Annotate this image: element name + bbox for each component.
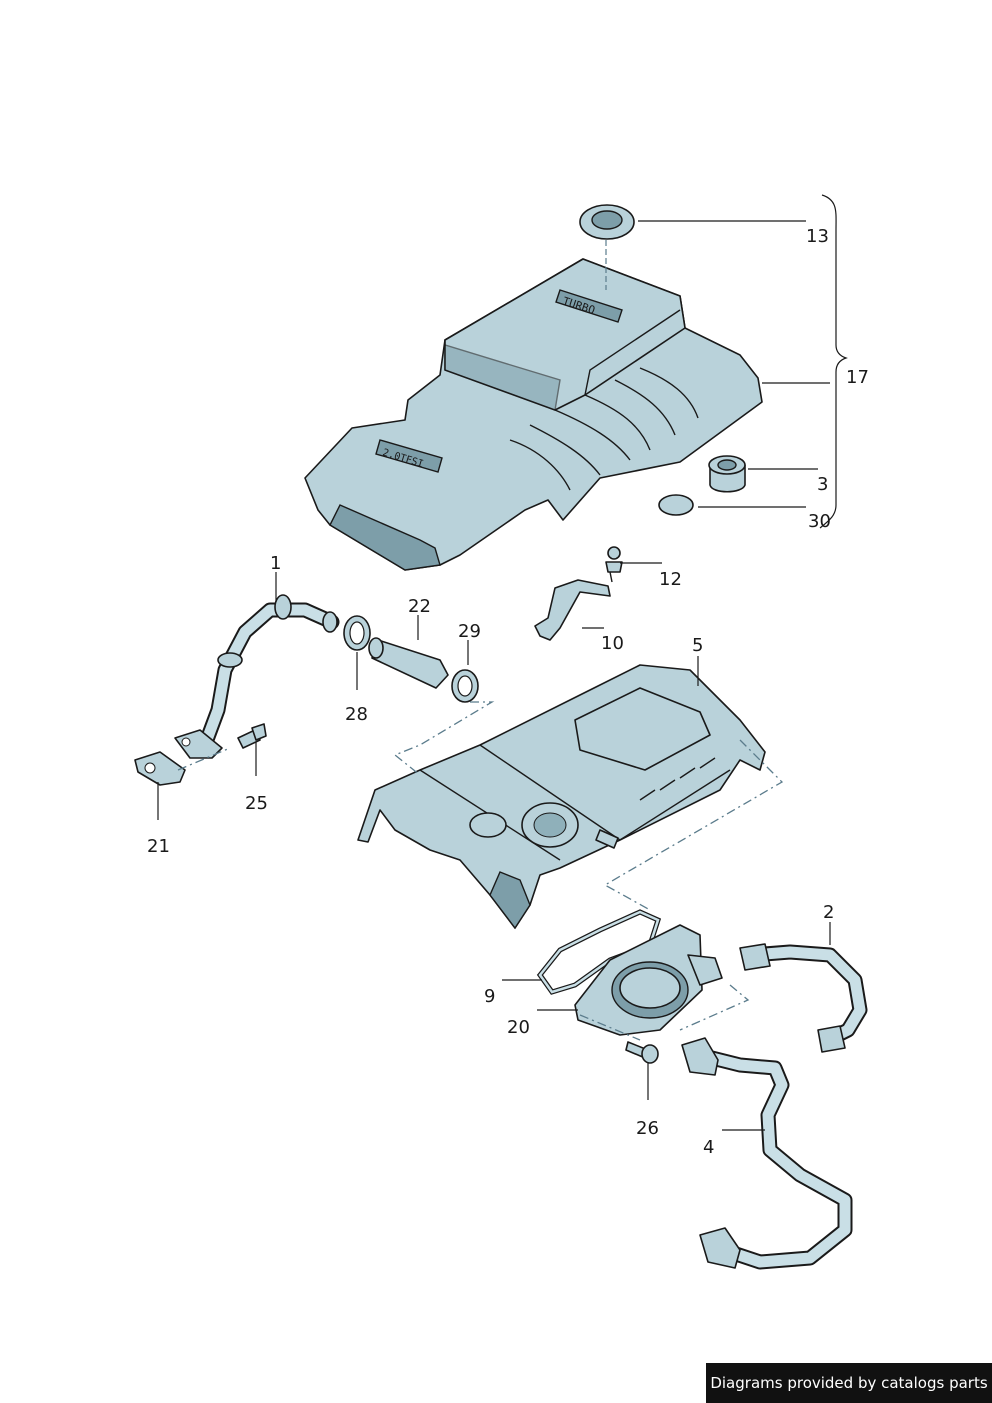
clamp-29[interactable] xyxy=(451,669,479,703)
cylinder-head-cover-5[interactable] xyxy=(357,664,766,930)
gasket-9[interactable] xyxy=(536,909,662,995)
clamp-28[interactable] xyxy=(343,615,371,651)
engine-cover[interactable]: TURBO 2.0TFSI xyxy=(304,258,763,571)
label-26: 26 xyxy=(636,1118,659,1139)
hose-4[interactable] xyxy=(681,1037,853,1270)
label-22: 22 xyxy=(408,596,431,617)
gasket-21[interactable] xyxy=(134,751,186,786)
label-9: 9 xyxy=(484,986,495,1007)
leader-lines xyxy=(157,194,848,1131)
hose-22[interactable] xyxy=(368,637,449,689)
label-28: 28 xyxy=(345,704,368,725)
oil-separator-20[interactable] xyxy=(574,924,723,1036)
label-20: 20 xyxy=(507,1017,530,1038)
part-labels: 13 17 3 30 12 10 5 1 22 29 28 25 21 9 20… xyxy=(147,226,869,1158)
emblem-13[interactable] xyxy=(579,204,635,290)
label-12: 12 xyxy=(659,569,682,590)
attribution-footer: Diagrams provided by catalogs parts xyxy=(706,1363,992,1403)
label-30: 30 xyxy=(808,511,831,532)
grommet-3[interactable] xyxy=(708,455,746,493)
label-5: 5 xyxy=(692,635,703,656)
label-29: 29 xyxy=(458,621,481,642)
washer-30[interactable] xyxy=(658,494,694,516)
bolt-26[interactable] xyxy=(625,1041,659,1064)
label-10: 10 xyxy=(601,633,624,654)
label-13: 13 xyxy=(806,226,829,247)
bolt-25[interactable] xyxy=(237,723,267,749)
label-1: 1 xyxy=(270,553,281,574)
hose-2[interactable] xyxy=(739,943,868,1053)
assembly-lines xyxy=(177,701,784,1041)
attribution-text: Diagrams provided by catalogs parts xyxy=(710,1374,988,1392)
label-21: 21 xyxy=(147,836,170,857)
label-4: 4 xyxy=(703,1137,714,1158)
breather-hose-1[interactable] xyxy=(174,594,340,759)
label-17: 17 xyxy=(846,367,869,388)
label-25: 25 xyxy=(245,793,268,814)
label-3: 3 xyxy=(817,474,828,495)
bolt-12[interactable] xyxy=(605,546,623,583)
label-2: 2 xyxy=(823,902,834,923)
bracket-10[interactable] xyxy=(534,579,611,641)
